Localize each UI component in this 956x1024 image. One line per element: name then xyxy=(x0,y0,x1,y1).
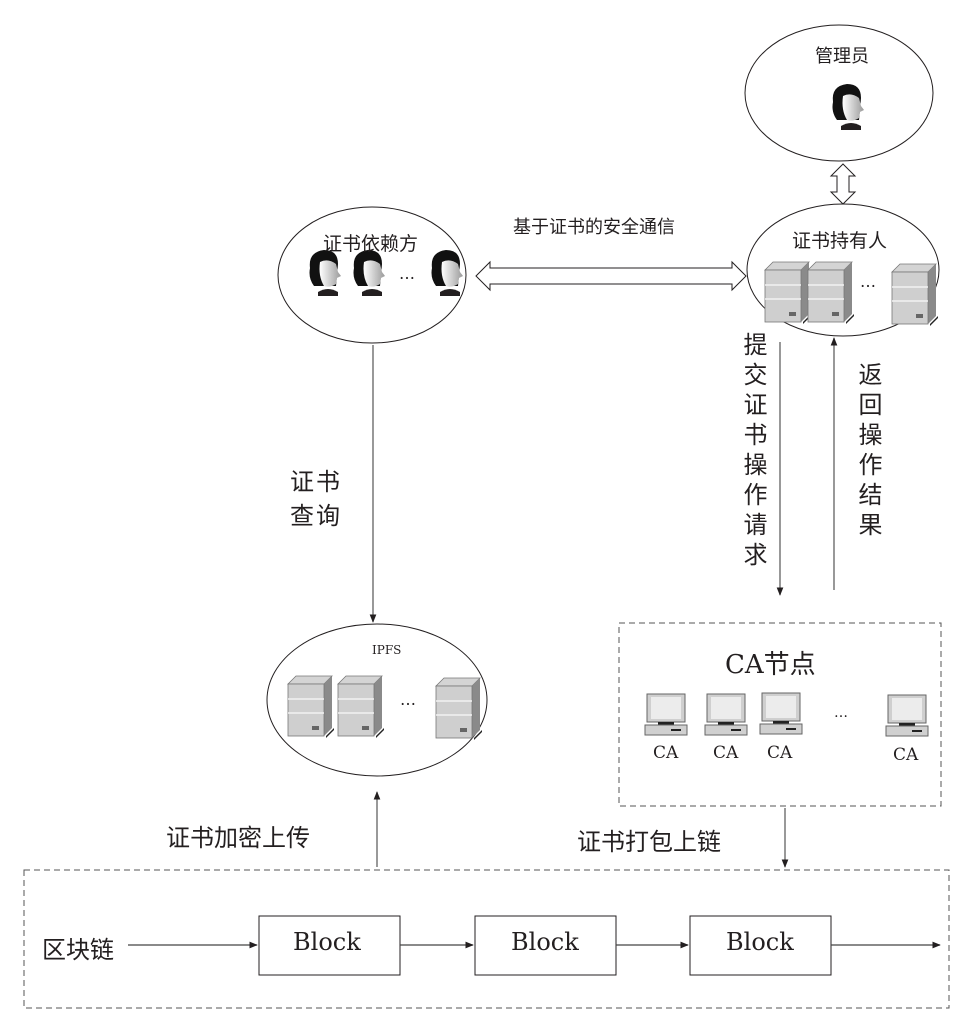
ipfs-node xyxy=(266,623,488,777)
ca-computer-icon-4 xyxy=(885,694,929,737)
ca-nodes-group xyxy=(618,622,942,807)
ipfs-server-icon-3 xyxy=(435,677,483,741)
blockchain-label: 区块链 xyxy=(42,936,114,964)
admin-person-icon xyxy=(832,84,864,130)
admin-node xyxy=(744,24,934,162)
relying-party-person-icon-1 xyxy=(309,250,341,296)
ca-label-4: CA xyxy=(893,745,919,765)
secure-comm-double-arrow xyxy=(475,260,747,292)
ca-computer-icon-1 xyxy=(644,693,688,736)
ipfs-ellipsis: … xyxy=(400,690,416,709)
holder-server-icon-1 xyxy=(764,261,812,325)
secure-comm-label: 基于证书的安全通信 xyxy=(513,217,675,238)
ca-label-1: CA xyxy=(653,743,679,763)
ca-label-2: CA xyxy=(713,743,739,763)
ca-label-3: CA xyxy=(767,743,793,763)
ipfs-label: IPFS xyxy=(372,643,402,657)
block-1 xyxy=(258,915,401,976)
holder-server-icon-2 xyxy=(807,261,855,325)
encrypt-upload-label: 证书加密上传 xyxy=(166,824,310,852)
admin-label: 管理员 xyxy=(815,46,869,67)
relying-party-label: 证书依赖方 xyxy=(323,233,419,255)
holder-server-icon-3 xyxy=(891,263,939,327)
ca-computer-icon-3 xyxy=(759,692,803,735)
return-result-label: 返回操作结果 xyxy=(854,362,882,542)
relying-party-person-icon-2 xyxy=(353,250,385,296)
ipfs-server-icon-1 xyxy=(287,675,335,739)
ca-computer-icon-2 xyxy=(704,693,748,736)
blockchain-group xyxy=(23,869,950,1009)
relying-party-person-icon-3 xyxy=(431,250,463,296)
admin-holder-double-arrow xyxy=(829,163,857,205)
holder-node xyxy=(746,203,940,337)
cert-query-label: 证书查询 xyxy=(290,468,342,530)
block-1-label: Block xyxy=(293,928,361,956)
block-3-label: Block xyxy=(726,928,794,956)
holder-label: 证书持有人 xyxy=(792,230,888,252)
block-2-label: Block xyxy=(511,928,579,956)
relying-party-node xyxy=(277,206,467,344)
ipfs-server-icon-2 xyxy=(337,675,385,739)
holder-ellipsis: … xyxy=(860,272,876,291)
submit-request-label: 提交证书操作请求 xyxy=(739,332,767,572)
relying-party-ellipsis: … xyxy=(399,264,415,283)
ca-ellipsis: … xyxy=(834,705,848,721)
package-chain-label: 证书打包上链 xyxy=(577,828,721,856)
ca-group-label: CA节点 xyxy=(725,650,816,680)
